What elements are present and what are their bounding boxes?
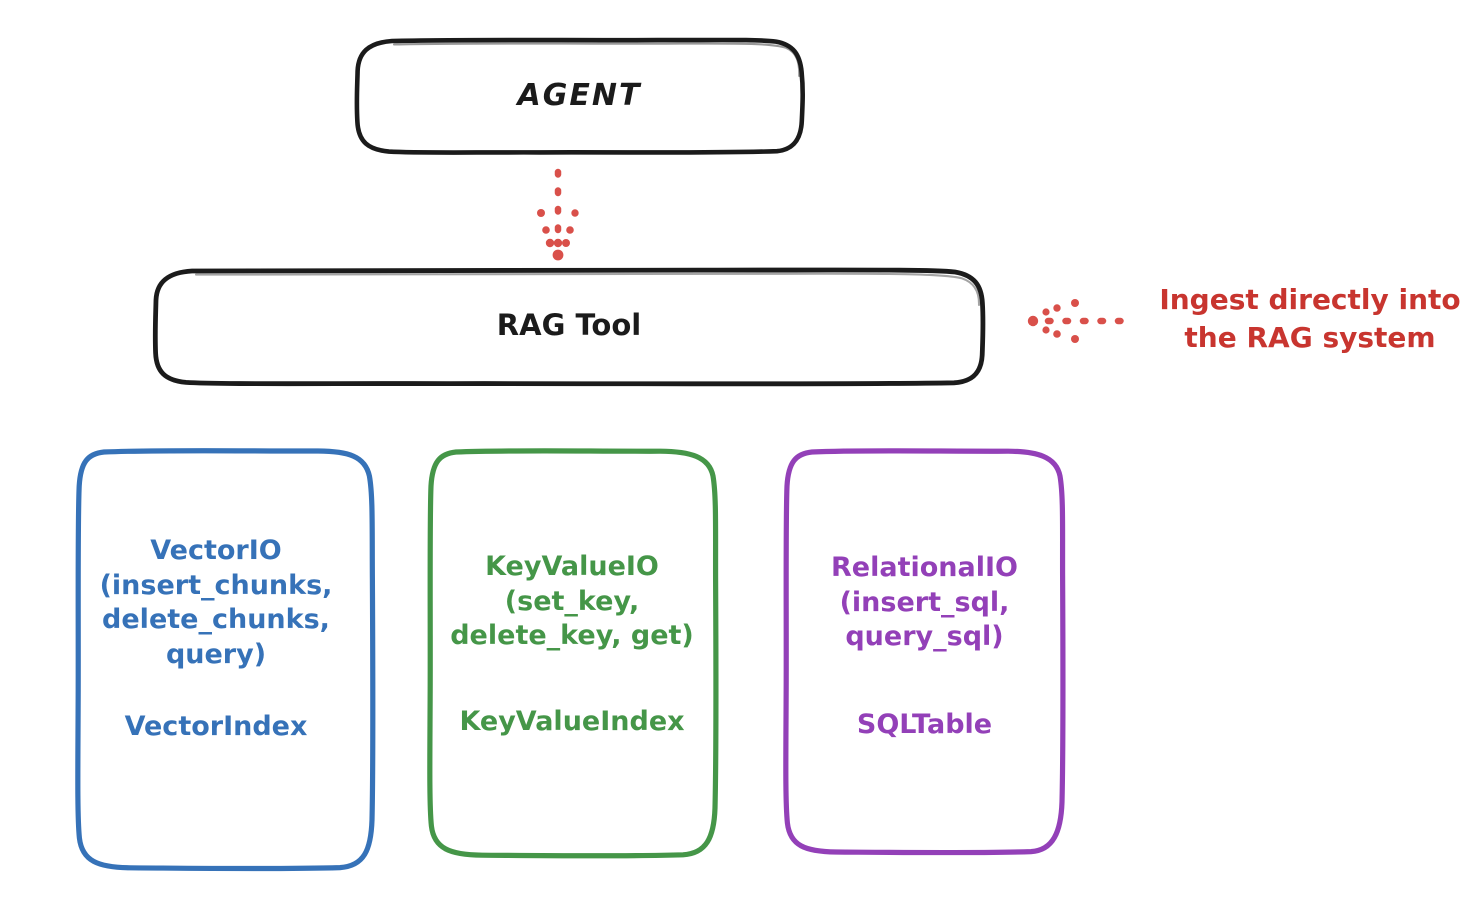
rag-tool-label: RAG Tool — [496, 308, 642, 342]
key-value-io-node[interactable] — [427, 448, 719, 859]
key-value-io-box-outline — [427, 448, 719, 859]
relational-io-node[interactable] — [783, 448, 1066, 856]
key-value-io-index-label: KeyValueIndex — [459, 706, 685, 737]
vector-io-node[interactable] — [75, 448, 376, 872]
relational-io-box-outline — [783, 448, 1066, 856]
rag-tool-node[interactable] — [152, 267, 986, 387]
vector-io-api-label: VectorIO (insert_chunks, delete_chunks, … — [99, 535, 333, 670]
agent-box-outline-secondary — [392, 42, 801, 78]
connector-ingest-to-ragtool — [1027, 299, 1126, 343]
relational-io-api-label: RelationalIO (insert_sql, query_sql) — [831, 552, 1018, 653]
key-value-io-api-label: KeyValueIO (set_key, delete_key, get) — [450, 551, 694, 652]
ingest-annotation-text: Ingest directly into the RAG system — [1159, 283, 1461, 354]
rag-tool-box-outline-secondary — [194, 272, 981, 307]
rag-tool-box-outline — [152, 267, 986, 387]
agent-label: AGENT — [517, 78, 642, 113]
relational-io-index-label: SQLTable — [856, 709, 993, 740]
agent-box-outline — [354, 37, 805, 155]
vector-io-box-outline — [75, 448, 376, 872]
vector-io-index-label: VectorIndex — [124, 711, 308, 742]
agent-node[interactable] — [354, 37, 805, 155]
connector-agent-to-ragtool — [537, 168, 579, 261]
